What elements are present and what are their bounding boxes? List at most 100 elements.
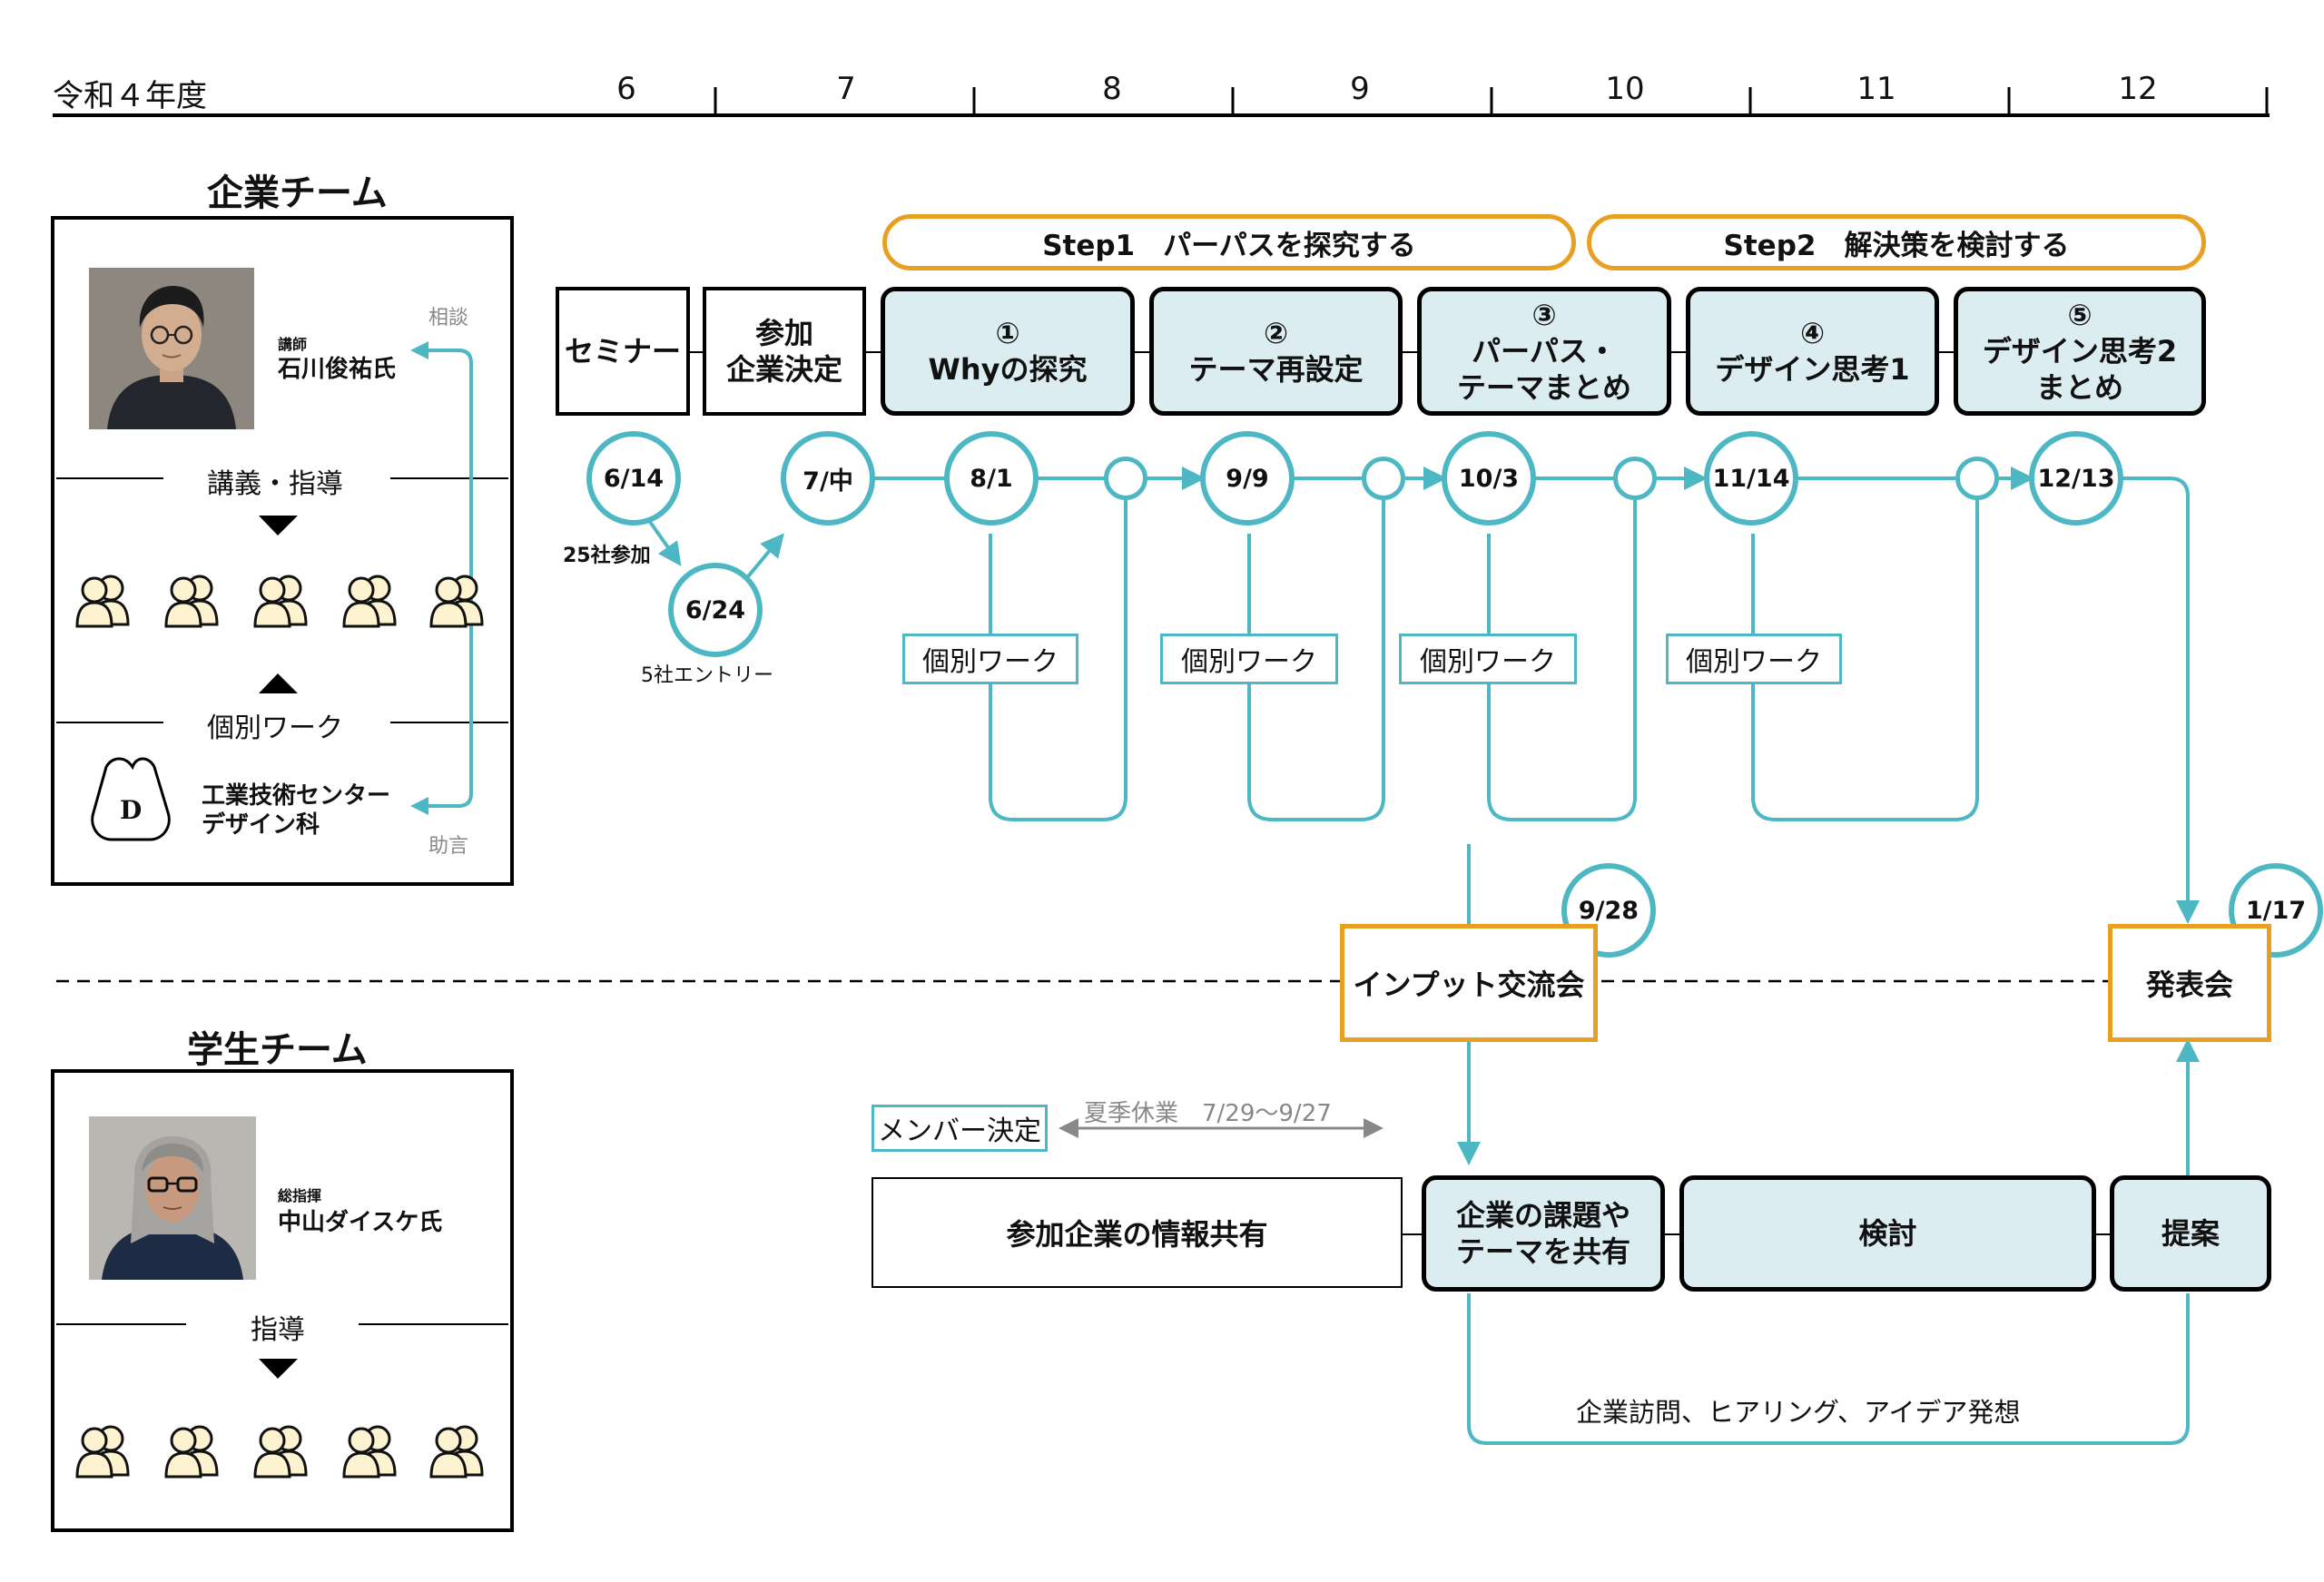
date-12-13: 12/13 [2029, 431, 2123, 526]
people-icons [75, 575, 484, 1479]
date-6-14: 6/14 [586, 431, 681, 526]
company-work-label: 個別ワーク [191, 705, 359, 745]
step-2-number: ② [1263, 316, 1289, 350]
step-4-line1: デザイン思考1 [1715, 352, 1910, 387]
director-photo [89, 1116, 256, 1280]
step-1-line1: Whyの探究 [928, 352, 1088, 387]
month-9: 9 [1350, 71, 1370, 107]
member-decision-box: メンバー決定 [872, 1105, 1048, 1152]
step2-banner: Step2 解決策を検討する [1587, 214, 2206, 270]
input-meeting-box: インプット交流会 [1340, 924, 1598, 1042]
step-box-3: ③ パーパス・ テーマまとめ [1417, 287, 1671, 416]
people-icon [429, 1425, 484, 1479]
lecture-label: 講義・指導 [191, 461, 359, 501]
people-icon [75, 1425, 130, 1479]
people-icon [164, 1425, 219, 1479]
up-triangle [259, 673, 298, 693]
design-center-logo-icon [91, 757, 171, 841]
month-11: 11 [1856, 71, 1896, 107]
individual-work-1: 個別ワーク [902, 634, 1078, 684]
student-team-title: 学生チーム [187, 1029, 368, 1071]
instructor-name: 石川俊祐氏 [278, 356, 397, 383]
people-icon [253, 575, 308, 628]
proposal-box: 提案 [2110, 1175, 2271, 1292]
advice-label: 助言 [428, 835, 469, 858]
instructor-photo [89, 268, 254, 429]
share-issues-line2: テーマを共有 [1455, 1234, 1630, 1269]
participants-25-label: 25社参加 [563, 539, 651, 568]
year-label: 令和４年度 [53, 78, 207, 114]
individual-work-2: 個別ワーク [1160, 634, 1338, 684]
date-7-mid: 7/中 [781, 431, 875, 526]
step-4-number: ④ [1799, 316, 1826, 350]
instructor-role: 講師 [278, 336, 308, 353]
month-8: 8 [1102, 71, 1122, 107]
step-box-1: ① Whyの探究 [881, 287, 1135, 416]
step-5-line1: デザイン思考2 [1982, 334, 2178, 368]
presentation-box: 発表会 [2108, 924, 2271, 1042]
step-2-line1: テーマ再設定 [1188, 352, 1364, 387]
step-box-2: ② テーマ再設定 [1149, 287, 1403, 416]
date-6-24: 6/24 [668, 563, 763, 657]
loop-node [1104, 457, 1147, 500]
loop-node [1613, 457, 1657, 500]
company-team-panel [51, 216, 514, 886]
logo-letter: D [120, 795, 143, 825]
down-triangle [259, 516, 298, 536]
step-5-line2: まとめ [2035, 370, 2123, 405]
seminar-box: セミナー [556, 287, 690, 416]
review-box: 検討 [1679, 1175, 2096, 1292]
participants-line2: 企業決定 [725, 352, 842, 387]
company-team-title: 企業チーム [207, 172, 388, 214]
month-12: 12 [2118, 71, 2158, 107]
student-team-panel [51, 1069, 514, 1532]
summer-break-label: 夏季休業 7/29〜9/27 [1084, 1100, 1332, 1127]
month-10: 10 [1605, 71, 1645, 107]
info-share-box: 参加企業の情報共有 [872, 1177, 1403, 1288]
step-5-number: ⑤ [2067, 298, 2093, 332]
company-panel-lines [56, 477, 508, 1325]
down-triangle-student [259, 1359, 298, 1379]
step-3-line2: テーマまとめ [1456, 370, 1631, 405]
loop-node [1362, 457, 1405, 500]
step-3-line1: パーパス・ [1472, 334, 1617, 368]
month-7: 7 [836, 71, 856, 107]
month-6: 6 [616, 71, 636, 107]
step1-banner: Step1 パーパスを探究する [882, 214, 1576, 270]
director-role: 総指揮 [278, 1187, 322, 1204]
participants-line1: 参加 [754, 316, 813, 350]
share-issues-line1: 企業の課題や [1455, 1198, 1630, 1233]
individual-work-3: 個別ワーク [1399, 634, 1577, 684]
participants-25-text: 25社参加 [563, 545, 651, 567]
step-3-number: ③ [1531, 298, 1557, 332]
date-9-9: 9/9 [1200, 431, 1295, 526]
people-icon [75, 575, 130, 628]
date-10-3: 10/3 [1442, 431, 1536, 526]
people-icon [429, 575, 484, 628]
date-11-14: 11/14 [1704, 431, 1798, 526]
people-icon [253, 1425, 308, 1479]
entries-5-text: 5社エントリー [641, 664, 773, 687]
step-box-5: ⑤ デザイン思考2 まとめ [1954, 287, 2206, 416]
step-1-number: ① [995, 316, 1020, 350]
date-9-28: 9/28 [1561, 863, 1656, 958]
center-name-line2: デザイン科 [202, 811, 320, 839]
guidance-label: 指導 [234, 1307, 321, 1347]
consult-label: 相談 [428, 307, 469, 329]
loop-node [1955, 457, 1999, 500]
timeline-ticks [714, 87, 2269, 115]
activities-label: 企業訪問、ヒアリング、アイデア発想 [1576, 1397, 2021, 1428]
step-box-4: ④ デザイン思考1 [1686, 287, 1939, 416]
share-issues-box: 企業の課題や テーマを共有 [1422, 1175, 1665, 1292]
participants-box: 参加 企業決定 [703, 287, 866, 416]
director-name: 中山ダイスケ氏 [278, 1209, 443, 1236]
people-icon [342, 575, 397, 628]
people-icon [164, 575, 219, 628]
center-name-line1: 工業技術センター [202, 782, 391, 810]
people-icon [342, 1425, 397, 1479]
individual-work-4: 個別ワーク [1666, 634, 1842, 684]
entries-5-label: 5社エントリー [641, 659, 773, 688]
date-8-1: 8/1 [944, 431, 1039, 526]
